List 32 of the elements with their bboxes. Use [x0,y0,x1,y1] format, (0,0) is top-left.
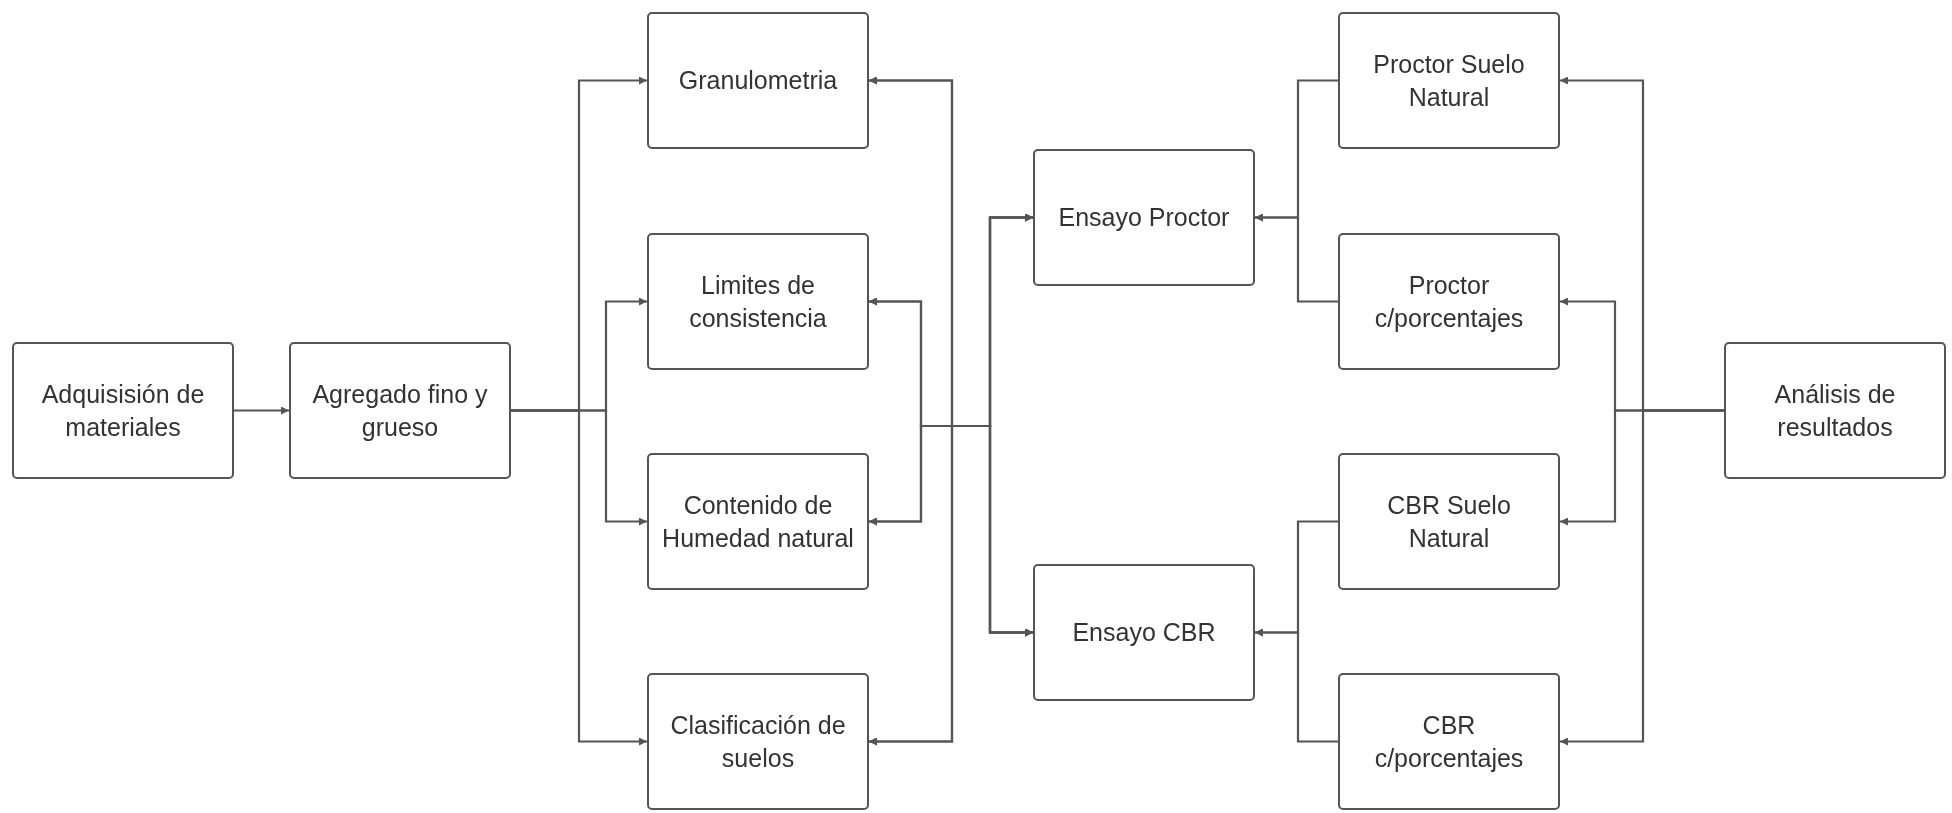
box-label: Contenido de Humedad natural [661,490,855,554]
box-label: Agregado fino y grueso [311,379,489,443]
box-label: Análisis de resultados [1773,379,1897,443]
process-box [289,342,511,479]
arrow [1255,628,1338,743]
process-box [1338,673,1560,810]
process-box [1724,342,1946,479]
arrow [1560,409,1724,746]
box-label: Clasificación de suelos [669,710,847,774]
box-label: Adquisisión de materiales [40,379,206,443]
process-box [1338,233,1560,370]
arrow [1255,213,1338,303]
process-box [647,673,869,810]
box-label: Proctor c/porcentajes [1373,270,1525,334]
arrow [234,406,289,415]
process-box [12,342,234,479]
process-box [647,12,869,149]
process-box [1033,564,1255,701]
box-label: Ensayo Proctor [1058,202,1230,234]
arrow [511,409,647,746]
process-box [647,233,869,370]
box-label: Proctor Suelo Natural [1372,49,1526,113]
process-box [1338,12,1560,149]
box-label: CBR Suelo Natural [1386,490,1512,554]
box-label: Granulometria [678,65,838,97]
box-label: Limites de consistencia [688,270,828,334]
process-box [1338,453,1560,590]
arrow [869,424,1033,746]
process-box [647,453,869,590]
box-label: Ensayo CBR [1072,617,1216,649]
box-label: CBR c/porcentajes [1373,710,1525,774]
process-box [1033,149,1255,286]
